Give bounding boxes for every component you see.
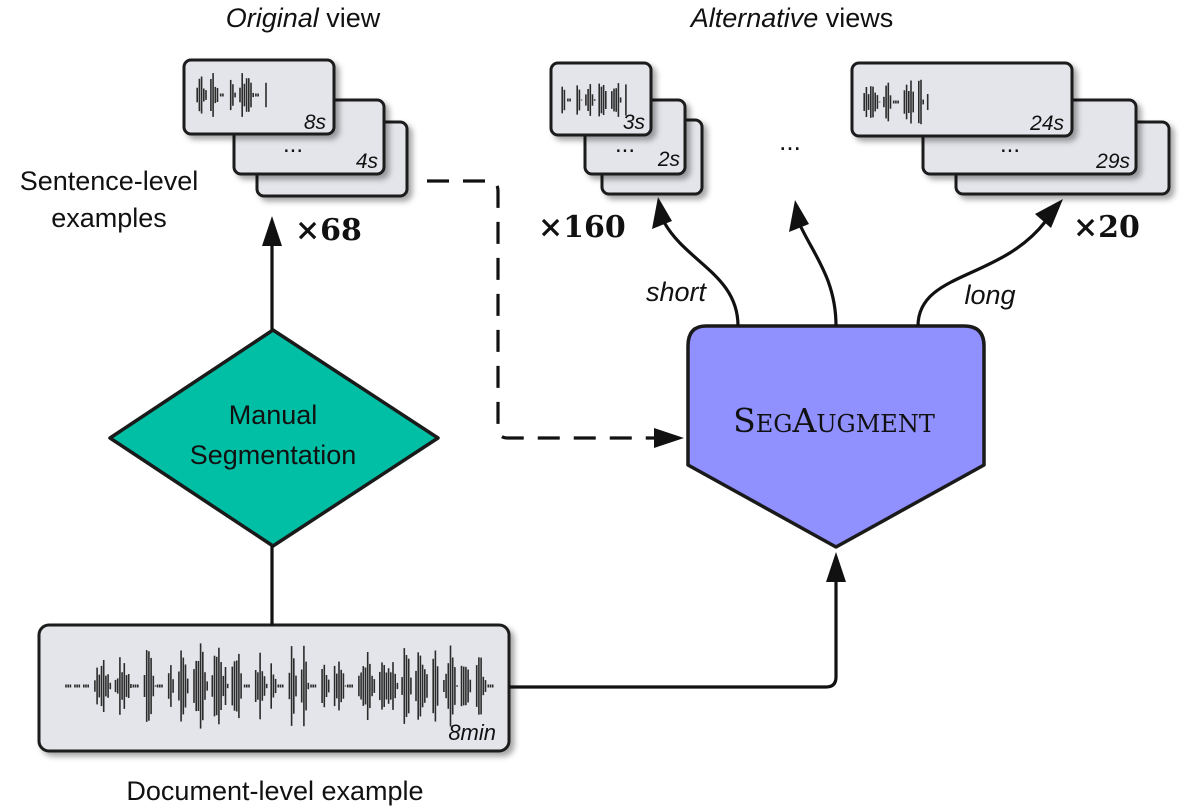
document-duration: 8min xyxy=(448,720,496,745)
waveform xyxy=(561,83,627,117)
short-label: short xyxy=(646,277,708,307)
segaugment-label: SEGAUGMENT xyxy=(733,401,935,440)
original-count-label: ×68 xyxy=(295,213,362,248)
document-level-caption: Document-level example xyxy=(126,776,423,806)
alternative-title-rest: views xyxy=(818,3,893,33)
arrowhead-middle xyxy=(789,200,809,232)
arrowhead-long xyxy=(1035,199,1063,228)
alternative-views-title: Alternative views xyxy=(689,3,894,33)
arrowhead-short xyxy=(652,197,672,229)
arrowhead-right-segaugment xyxy=(654,428,684,448)
original-view-title: Original view xyxy=(226,3,381,33)
original-card-front-duration: 8s xyxy=(304,111,327,134)
short-card-front-duration: 3s xyxy=(623,111,646,134)
short-card-stack: ... 2s 3s xyxy=(549,61,704,196)
long-card-back-duration: 29s xyxy=(1095,150,1130,173)
waveform xyxy=(65,643,494,729)
original-card-front xyxy=(182,58,336,136)
long-card-dots: ... xyxy=(1000,131,1020,158)
connector-segaugment-to-middle xyxy=(798,224,838,327)
segaugment-label-A: A xyxy=(791,401,817,440)
short-card-dots: ... xyxy=(615,131,635,158)
long-count-label: ×20 xyxy=(1073,210,1140,245)
segaugment-node xyxy=(686,324,986,549)
short-count-label: ×160 xyxy=(538,210,626,245)
original-card-back-duration: 4s xyxy=(356,150,379,173)
waveform xyxy=(196,73,267,117)
long-card-stack: ... 29s 24s xyxy=(850,61,1171,196)
long-card-front-duration: 24s xyxy=(1029,112,1064,135)
original-title-rest: view xyxy=(319,3,381,33)
connector-dashed-sentences-to-segaugment xyxy=(427,179,656,440)
segaugment-label-S: S xyxy=(733,401,756,440)
original-card-stack: ... 4s 8s xyxy=(182,58,409,198)
sentence-level-caption-line1: Sentence-level xyxy=(20,166,199,196)
segaugment-label-ugment: UGMENT xyxy=(816,410,935,438)
connector-segaugment-to-long xyxy=(916,221,1047,327)
alternative-title-em: Alternative xyxy=(689,3,819,33)
arrowhead-up-segaugment xyxy=(826,552,846,582)
original-title-em: Original xyxy=(226,3,320,33)
manual-segmentation-line2: Segmentation xyxy=(190,440,357,470)
long-label: long xyxy=(964,280,1015,310)
connector-segaugment-to-short xyxy=(662,221,740,327)
connector-document-to-segaugment xyxy=(509,580,838,689)
waveform xyxy=(863,79,929,125)
manual-segmentation-node xyxy=(108,328,440,548)
original-card-dots: ... xyxy=(283,131,303,158)
manual-segmentation-line1: Manual xyxy=(229,400,318,430)
short-card-back-duration: 2s xyxy=(657,148,681,171)
arrowhead-up-sentences xyxy=(262,216,282,246)
middle-ellipsis: ... xyxy=(779,126,801,156)
sentence-level-caption-line2: examples xyxy=(51,203,167,233)
segaugment-label-eg: EG xyxy=(756,410,793,438)
